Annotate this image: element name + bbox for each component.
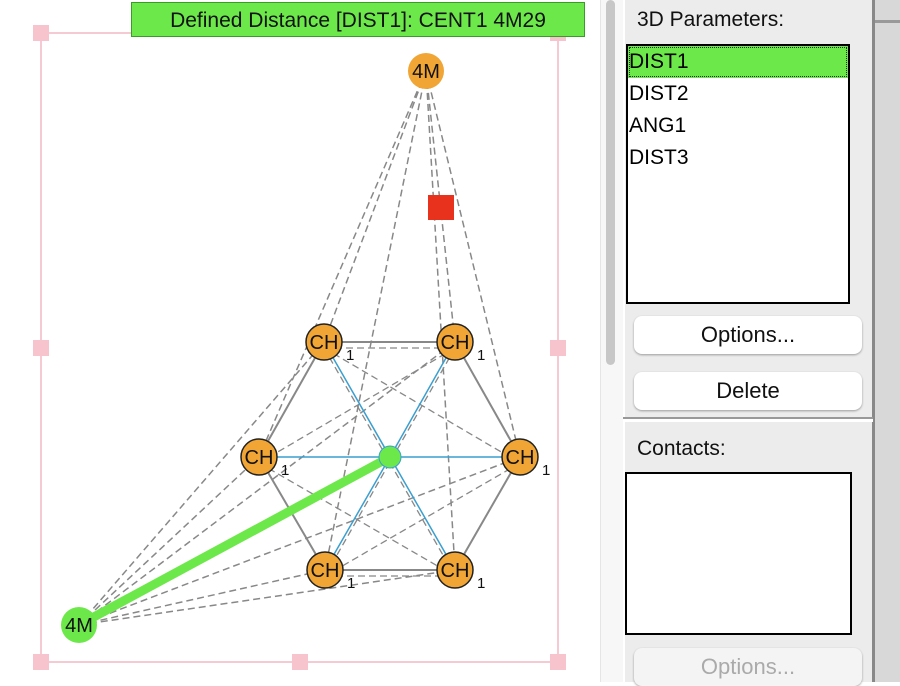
atom-label: 4M — [65, 615, 93, 637]
distance-tooltip: Defined Distance [DIST1]: CENT1 4M29 — [131, 2, 585, 37]
dashed-contact-line — [78, 456, 521, 626]
dashed-contact-line — [78, 569, 326, 626]
centroid — [378, 445, 402, 469]
atom-subscript: 1 — [347, 575, 355, 592]
atom-subscript: 1 — [477, 575, 485, 592]
bond — [258, 341, 325, 458]
atom — [61, 607, 97, 643]
atom-label: CH — [311, 560, 340, 582]
dashed-contact-line — [78, 456, 260, 626]
atom — [436, 551, 474, 589]
bond — [454, 341, 521, 458]
atom-subscript: 1 — [477, 347, 485, 364]
delete-button[interactable]: Delete — [634, 372, 862, 410]
atom-subscript: 1 — [281, 462, 289, 479]
atom-subscript: 1 — [346, 347, 354, 364]
dashed-contact-line — [78, 569, 456, 626]
divider — [623, 417, 873, 422]
param-item[interactable]: DIST1 — [628, 46, 848, 78]
contacts-label: Contacts: — [637, 437, 726, 460]
dashed-contact-line — [324, 462, 521, 577]
scrollbar-thumb[interactable] — [606, 0, 615, 365]
atom-subscript: 1 — [542, 462, 550, 479]
defined-distance-line — [76, 453, 393, 629]
selection-handle — [33, 25, 49, 41]
atom — [408, 53, 444, 89]
params-label: 3D Parameters: — [637, 8, 785, 31]
atom-label: CH — [310, 332, 339, 354]
atom-label: CH — [441, 332, 470, 354]
selection-handle — [550, 654, 566, 670]
dashed-contact-line — [78, 341, 325, 626]
atom-label: 4M — [412, 61, 440, 83]
centroid-line — [389, 456, 456, 571]
selection-handle — [33, 654, 49, 670]
atom-label: CH — [245, 447, 274, 469]
selection-handle — [292, 654, 308, 670]
centroid-line — [323, 341, 391, 458]
atom — [240, 438, 278, 476]
marker-square — [428, 195, 454, 220]
right-edge — [875, 0, 900, 682]
dashed-contact-line — [425, 70, 521, 458]
params-list[interactable]: DIST1 DIST2 ANG1 DIST3 — [626, 44, 850, 304]
atom — [501, 438, 539, 476]
contacts-list[interactable] — [625, 472, 852, 635]
contacts-options-button: Options... — [634, 648, 862, 686]
selection-handle — [33, 340, 49, 356]
bond — [454, 456, 521, 571]
param-item[interactable]: ANG1 — [629, 114, 687, 137]
dashed-contact-line — [258, 70, 427, 458]
dashed-contact-line — [324, 70, 427, 571]
dashed-contact-line — [425, 70, 456, 571]
dashed-contact-line — [323, 70, 427, 343]
options-button[interactable]: Options... — [634, 316, 862, 354]
dashed-contact-line — [258, 462, 456, 577]
atom-label: CH — [441, 560, 470, 582]
atom — [306, 551, 344, 589]
atom — [305, 323, 343, 361]
selection-handle — [550, 340, 566, 356]
centroid-line — [389, 341, 456, 458]
atom — [436, 323, 474, 361]
side-panel: 3D Parameters: DIST1 DIST2 ANG1 DIST3 Op… — [623, 0, 875, 686]
param-item[interactable]: DIST2 — [629, 82, 689, 105]
atom-label: CH — [506, 447, 535, 469]
centroid-line — [324, 456, 391, 571]
param-item[interactable]: DIST3 — [629, 146, 689, 169]
dashed-contact-line — [78, 341, 456, 626]
vertical-scrollbar[interactable] — [600, 0, 623, 682]
